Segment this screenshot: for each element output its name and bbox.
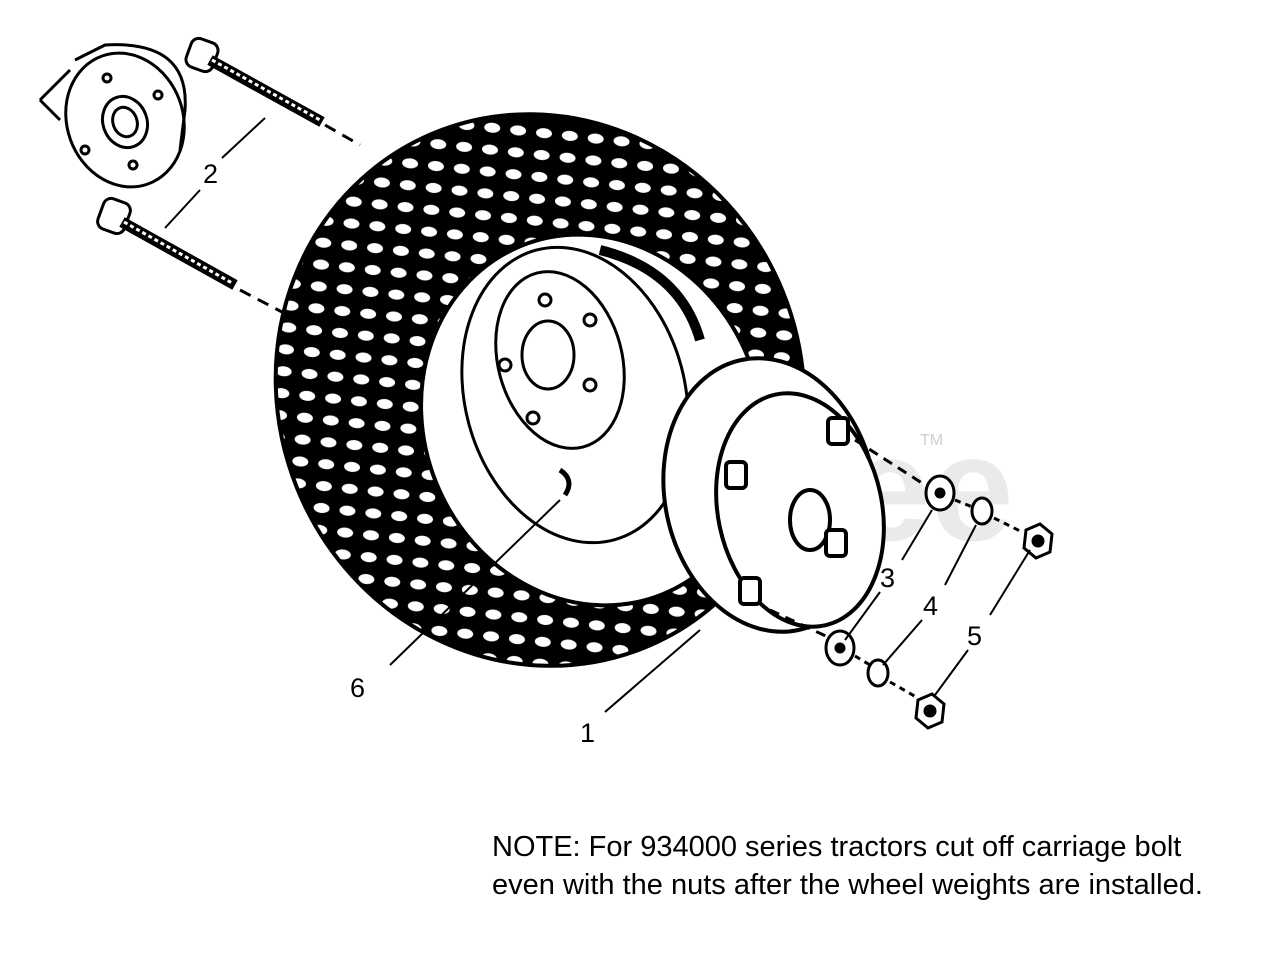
leader-2-upper [221, 117, 266, 159]
watermark-tm: TM [920, 432, 943, 449]
callout-3: 3 [880, 563, 895, 593]
callout-1: 1 [580, 718, 595, 748]
wheel-weight [661, 356, 886, 634]
callout-6: 6 [350, 673, 365, 703]
leader-lines [164, 117, 1031, 713]
wheel-rim [460, 245, 705, 545]
leader-6 [389, 499, 561, 666]
leader-5 [934, 549, 1031, 696]
lock-washer-upper [970, 496, 994, 526]
callout-4: 4 [923, 591, 938, 621]
callout-2: 2 [203, 159, 218, 189]
leader-2-lower [164, 189, 201, 229]
lock-washer-lower [866, 658, 890, 688]
leader-4 [882, 524, 977, 666]
hardware-lower [769, 608, 946, 730]
carriage-bolt-lower [96, 196, 283, 314]
carriage-bolt-upper [184, 36, 361, 147]
callout-5: 5 [967, 621, 982, 651]
leader-3 [844, 509, 933, 641]
hardware-upper [854, 438, 1054, 560]
hub-flange [38, 43, 187, 189]
leader-1 [604, 629, 701, 713]
installation-note: NOTE: For 934000 series tractors cut off… [492, 831, 1203, 901]
